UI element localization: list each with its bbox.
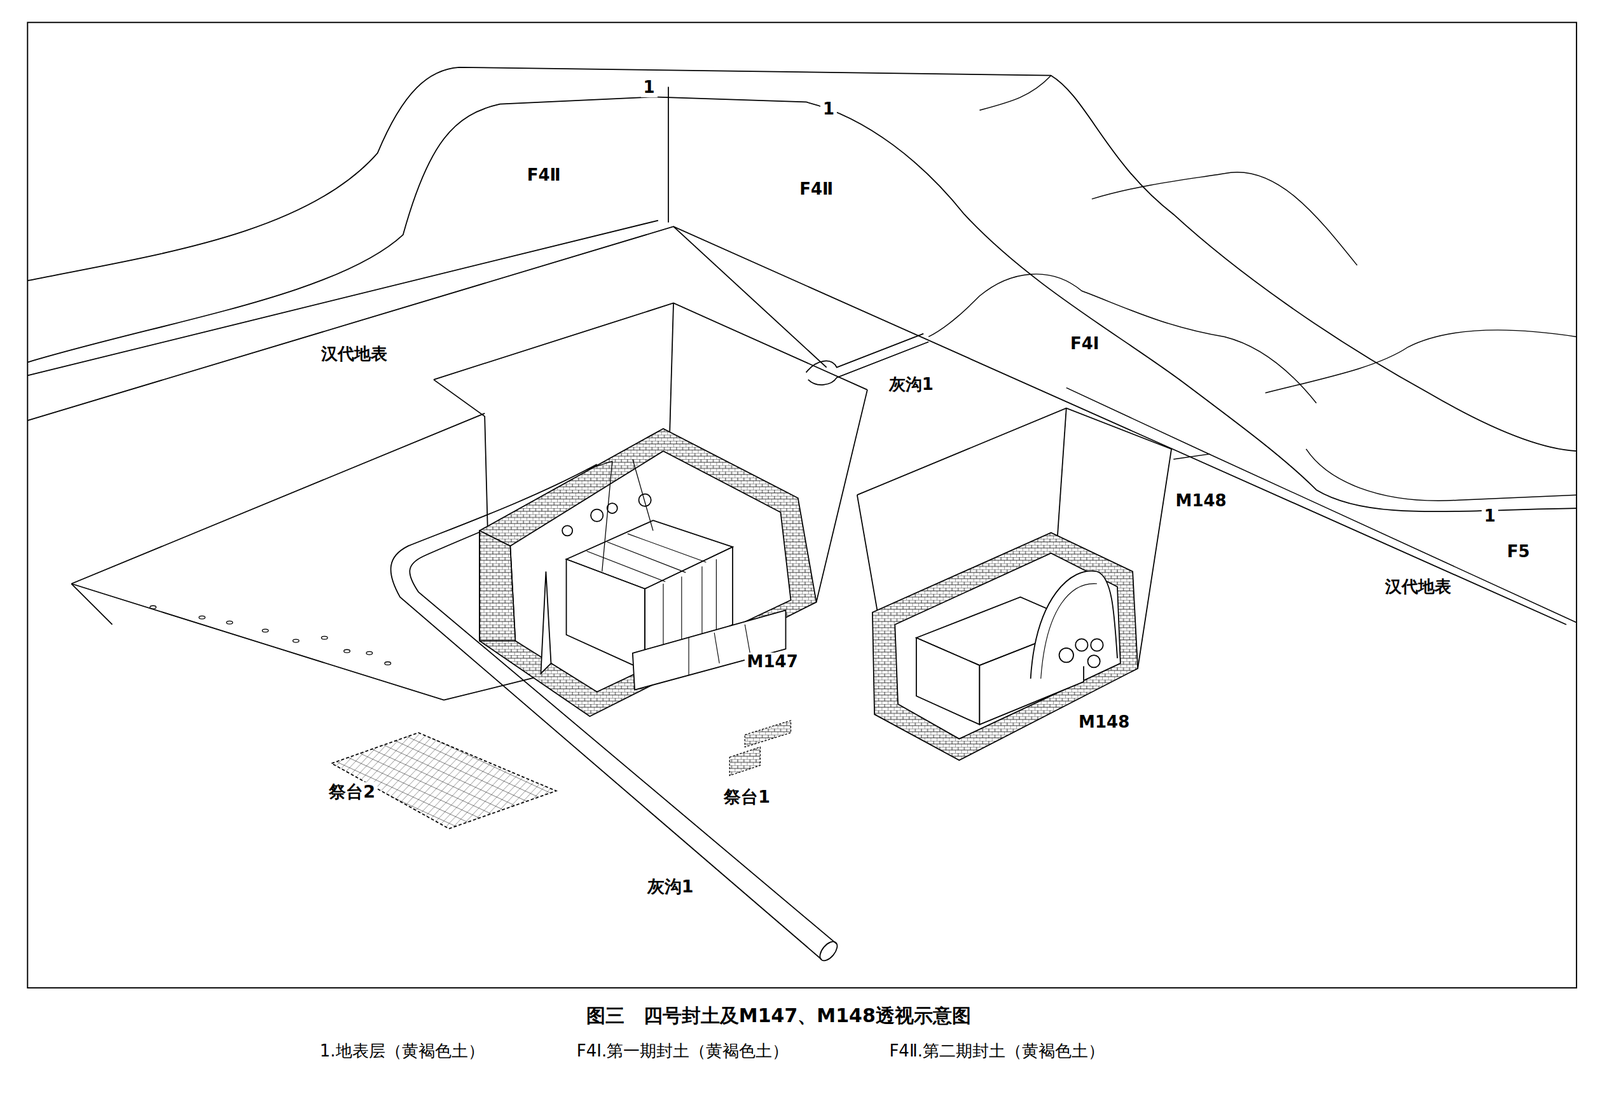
figure-caption: 图三 四号封土及M147、M148透视示意图 [583,1004,974,1027]
part-label: 1 [640,78,657,98]
part-label: 汉代地表 [1382,577,1454,597]
part-label: 灰沟1 [644,876,697,897]
part-label: 灰沟1 [886,375,937,395]
part-label: M147 [744,652,801,672]
part-label: F4Ⅰ [1067,334,1103,354]
key-text: F4Ⅰ.第一期封土（黄褐色土） [574,1041,792,1061]
part-label: M148 [1075,712,1132,732]
part-label: 1 [820,99,837,119]
part-label: 汉代地表 [318,344,390,364]
part-label: 祭台2 [326,782,378,802]
part-label: 1 [1481,506,1499,526]
frame [27,22,1577,988]
key-text: F4Ⅱ.第二期封土（黄褐色土） [886,1041,1108,1061]
part-label: F4Ⅱ [796,180,836,200]
key-text: 1.地表层（黄褐色土） [317,1041,488,1061]
part-label: F4Ⅱ [524,165,564,186]
part-label: F5 [1504,542,1533,562]
part-label: M148 [1173,491,1230,511]
part-label: 祭台1 [721,787,773,807]
